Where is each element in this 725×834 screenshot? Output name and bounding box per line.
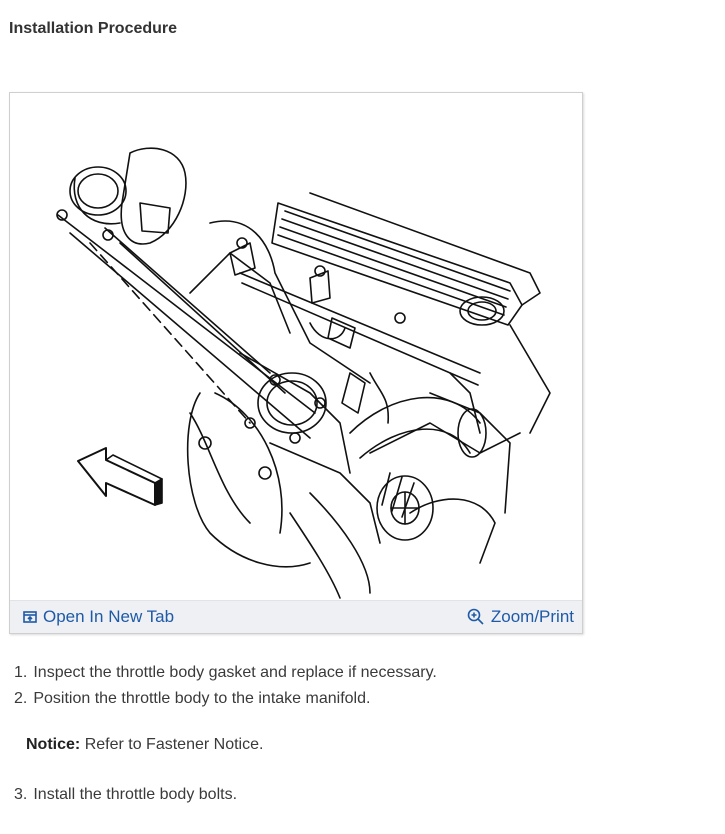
step-number: 3. — [14, 786, 28, 803]
pulley — [198, 436, 434, 541]
throttle-body — [56, 147, 327, 444]
section-title: Installation Procedure — [9, 20, 178, 37]
steps-list: 1. Inspect the throttle body gasket and … — [14, 660, 437, 712]
step-number: 1. — [14, 664, 28, 681]
notice-label: Notice: — [26, 736, 81, 753]
valve-cover — [271, 192, 551, 434]
step-item: 2. Position the throttle body to the int… — [14, 686, 437, 712]
figure-toolbar: Open In New Tab Zoom/Print — [10, 600, 582, 633]
intake-hose — [349, 396, 487, 518]
zoom-in-icon — [467, 608, 484, 625]
fuel-rail — [229, 237, 481, 424]
step-text: Install the throttle body bolts. — [33, 786, 238, 803]
zoom-print-link[interactable]: Zoom/Print — [467, 607, 574, 627]
step-text: Position the throttle body to the intake… — [33, 690, 371, 707]
throttle-body-illustration — [56, 147, 551, 599]
open-in-new-tab-label: Open In New Tab — [43, 607, 175, 626]
notice: Notice: Refer to Fastener Notice. — [26, 736, 263, 754]
step-number: 2. — [14, 690, 28, 707]
zoom-print-label: Zoom/Print — [490, 607, 574, 626]
front-arrow-icon — [77, 447, 163, 506]
step-item: 1. Inspect the throttle body gasket and … — [14, 660, 437, 686]
figure: Open In New Tab Zoom/Print — [9, 92, 583, 634]
engine-block — [186, 220, 521, 599]
step-item: 3. Install the throttle body bolts. — [14, 786, 237, 804]
open-tab-icon — [23, 611, 37, 623]
step-text: Inspect the throttle body gasket and rep… — [33, 664, 437, 681]
notice-text: Refer to Fastener Notice. — [84, 736, 264, 753]
open-in-new-tab-link[interactable]: Open In New Tab — [23, 607, 174, 627]
